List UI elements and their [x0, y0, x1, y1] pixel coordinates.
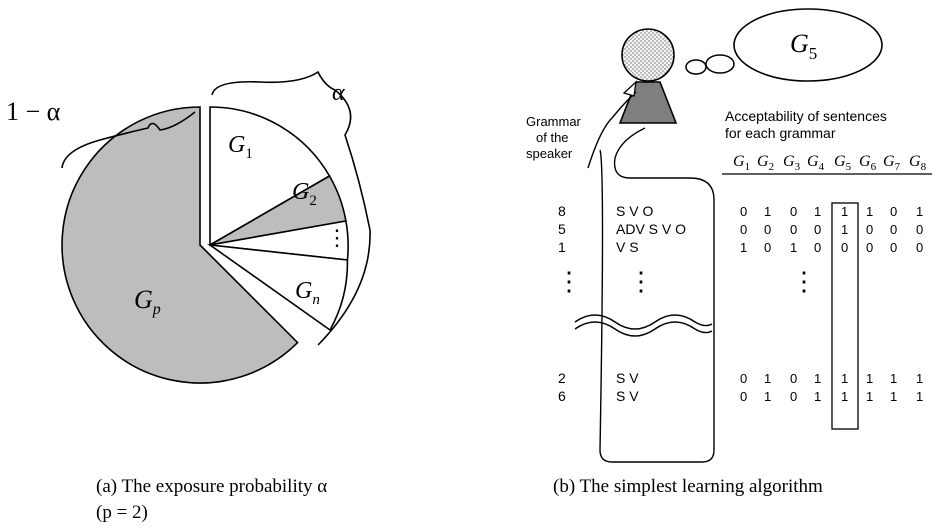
grammar-header-1: G1 [733, 153, 750, 173]
acceptability-cell: 1 [916, 389, 923, 404]
acceptability-cell: 1 [814, 371, 821, 386]
acceptability-cell: 1 [764, 389, 771, 404]
label-one-minus-alpha: 1 − α [6, 97, 61, 126]
acceptability-cell: 1 [890, 371, 897, 386]
learning-algorithm-diagram: G5 Grammar of the speaker Acceptability … [526, 8, 932, 497]
row-sentence: V S [616, 239, 639, 255]
acceptability-cell: 1 [890, 389, 897, 404]
exposure-pie-diagram: 1 − α α G1 G2 ⋮ Gn Gp (a) The exposure p… [6, 70, 371, 523]
grammar-header-2: G2 [757, 153, 774, 173]
row-index: 6 [558, 388, 566, 404]
row-sentence: S V [616, 388, 639, 404]
acceptability-cell: 0 [866, 240, 873, 255]
thought-bubble-mid [705, 54, 735, 74]
g5-column-box [831, 202, 859, 430]
acceptability-cell: 0 [916, 240, 923, 255]
acceptability-cell: 0 [866, 222, 873, 237]
row-index: 2 [558, 370, 566, 386]
acceptability-cell: 0 [740, 389, 747, 404]
grammar-header-row: G1 G2 G3 G4 G5 G6 G7 G8 [733, 153, 927, 173]
row-sentence: S V [616, 370, 639, 386]
row-index: 5 [558, 221, 566, 237]
sector-label-g1: G1 [228, 132, 253, 162]
acceptability-cell: 1 [740, 240, 747, 255]
grammar-header-4: G4 [807, 153, 825, 173]
acceptability-label: Acceptability of sentences for each gram… [725, 108, 891, 141]
caption-a-line1: (a) The exposure probability α [96, 476, 327, 497]
wavy-break-upper [574, 314, 713, 330]
acceptability-cell: 0 [790, 222, 797, 237]
sentence-rows-top: 8 S V O 0 1 0 1 1 1 0 1 5 ADV S V O 0 0 0 0 1 0 0 0 1 V S 1 0 1 0… [558, 203, 923, 255]
pie-sector-gn [207, 243, 349, 332]
acceptability-cell: 1 [866, 371, 873, 386]
acceptability-cell: 1 [866, 204, 873, 219]
acceptability-cell: 1 [866, 389, 873, 404]
acceptability-cell: 0 [740, 371, 747, 386]
acceptability-cell: 1 [841, 371, 848, 386]
acceptability-cell: 0 [740, 222, 747, 237]
pie-sector-g1 [209, 106, 331, 247]
sentence-rows-bottom: 2 S V 0 1 0 1 1 1 1 1 6 S V 0 1 0 1 1 1 1 1 [558, 370, 923, 404]
acceptability-cell: 0 [841, 240, 848, 255]
vdots-values: ⋮ [791, 267, 817, 296]
acceptability-cell: 1 [841, 204, 848, 219]
acceptability-cell: 1 [916, 371, 923, 386]
sector-label-dots: ⋮ [326, 225, 348, 250]
acceptability-cell: 1 [916, 204, 923, 219]
sector-label-g2: G2 [292, 179, 317, 209]
acceptability-cell: 1 [764, 371, 771, 386]
acceptability-cell: 0 [916, 222, 923, 237]
thought-label-g5: G5 [790, 29, 817, 63]
grammar-header-5: G5 [834, 153, 852, 173]
speaker-arrow-head [622, 80, 637, 97]
vdots-sentence: ⋮ [628, 267, 654, 296]
acceptability-cell: 1 [841, 222, 848, 237]
sentence-loop [599, 127, 715, 463]
grammar-header-8: G8 [909, 153, 927, 173]
acceptability-cell: 0 [890, 240, 897, 255]
acceptability-cell: 1 [764, 204, 771, 219]
row-index: 1 [558, 239, 566, 255]
sector-label-gp: Gp [134, 285, 161, 318]
label-alpha: α [332, 80, 345, 106]
pie-sector-gp [61, 106, 299, 384]
acceptability-cell: 0 [790, 371, 797, 386]
acceptability-cell: 0 [814, 222, 821, 237]
acceptability-cell: 0 [790, 389, 797, 404]
row-sentence: S V O [616, 203, 653, 219]
caption-b: (b) The simplest learning algorithm [553, 476, 823, 497]
acceptability-cell: 0 [814, 240, 821, 255]
grammar-header-6: G6 [859, 153, 877, 173]
acceptability-cell: 0 [740, 204, 747, 219]
acceptability-cell: 0 [890, 204, 897, 219]
acceptability-cell: 1 [814, 389, 821, 404]
sector-label-gn: Gn [295, 278, 320, 308]
grammar-header-7: G7 [883, 153, 901, 173]
acceptability-cell: 0 [764, 240, 771, 255]
row-index: 8 [558, 203, 566, 219]
thought-bubble-small [685, 59, 707, 75]
speaker-head [621, 28, 675, 82]
brace-alpha [211, 70, 371, 346]
vdots-num: ⋮ [556, 267, 582, 296]
grammar-header-3: G3 [783, 153, 801, 173]
caption-a-line2: (p = 2) [96, 502, 148, 523]
brace-one-minus-alpha [61, 111, 196, 169]
acceptability-cell: 1 [841, 389, 848, 404]
acceptability-cell: 0 [790, 204, 797, 219]
thought-bubble-large [733, 8, 883, 82]
acceptability-cell: 0 [764, 222, 771, 237]
acceptability-cell: 1 [814, 204, 821, 219]
speaker-arrow [587, 91, 637, 169]
acceptability-cell: 0 [890, 222, 897, 237]
row-sentence: ADV S V O [616, 221, 686, 237]
acceptability-cell: 1 [790, 240, 797, 255]
speaker-grammar-label: Grammar of the speaker [526, 114, 585, 161]
wavy-break-lower [574, 321, 713, 337]
